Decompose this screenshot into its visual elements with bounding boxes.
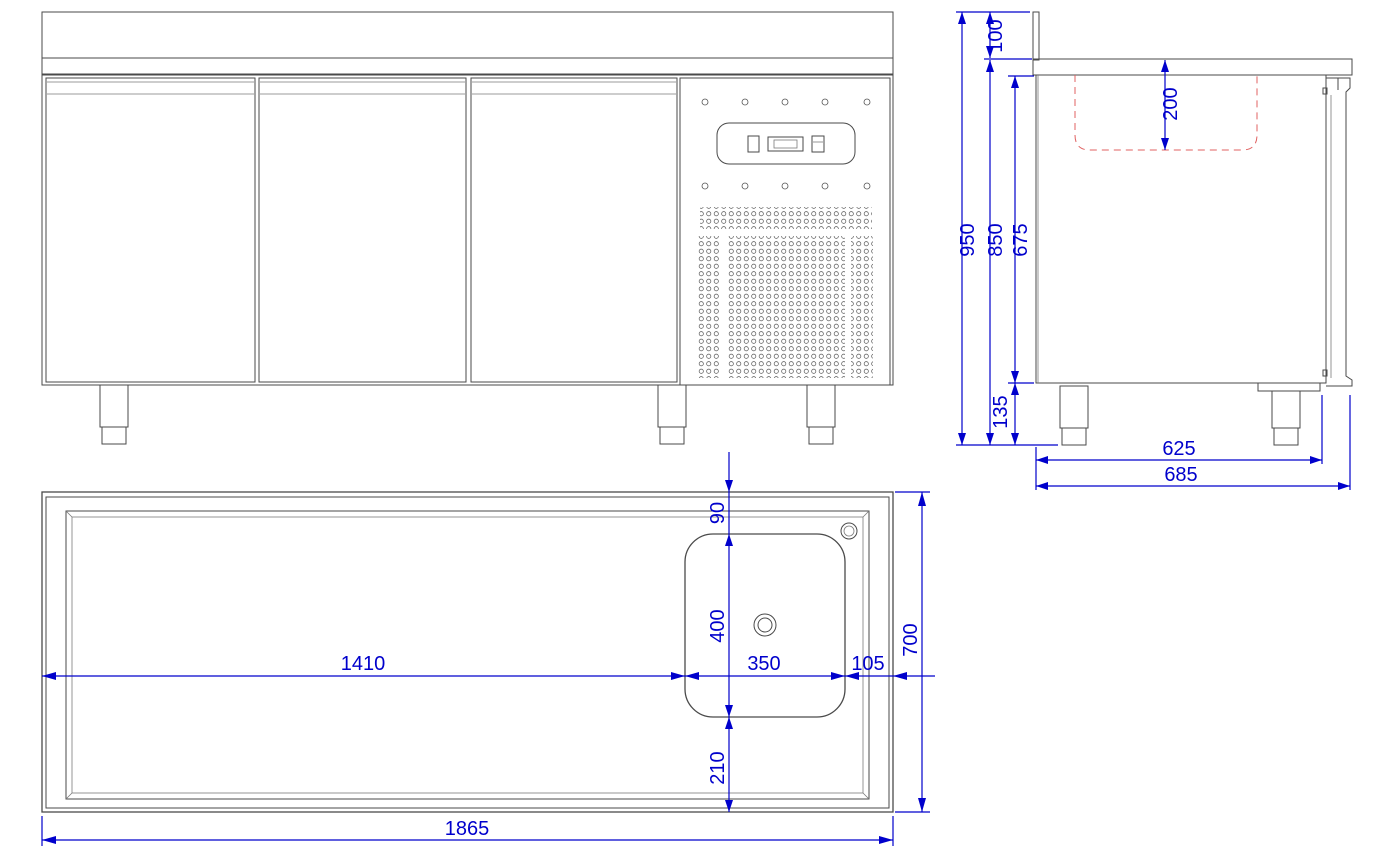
front-backsplash xyxy=(41,11,894,75)
door-3 xyxy=(470,77,678,383)
dim-sink-length: 400 xyxy=(707,609,729,642)
side-backsplash xyxy=(1032,11,1040,61)
dim-total-length: 1865 xyxy=(445,818,490,840)
front-view xyxy=(41,11,894,445)
vent-grille-left xyxy=(697,236,719,378)
dimension-lines: 100 200 950 850 675 135 625 685 90 400 2… xyxy=(41,11,1351,846)
dim-body-height: 850 xyxy=(985,223,1007,256)
front-legs xyxy=(99,384,836,445)
dim-sink-width: 350 xyxy=(747,653,780,675)
dim-length-to-sink: 1410 xyxy=(341,653,386,675)
side-view xyxy=(1032,11,1353,446)
dim-sink-back-margin: 90 xyxy=(707,502,729,524)
top-view xyxy=(41,491,894,813)
sink-basin xyxy=(684,533,846,718)
side-legs xyxy=(1059,385,1301,446)
front-cabinet-body xyxy=(41,74,894,386)
dim-leg-height: 135 xyxy=(990,395,1012,428)
side-base-plinth xyxy=(1257,382,1321,392)
side-cabinet-body xyxy=(1035,74,1327,384)
dim-backsplash-height: 100 xyxy=(985,19,1007,52)
panel-screws xyxy=(701,98,871,190)
dim-total-depth: 685 xyxy=(1164,464,1197,486)
dim-interior-height: 675 xyxy=(1010,223,1032,256)
light-switch-icon xyxy=(811,135,825,153)
sink-hidden-outline xyxy=(1074,75,1258,151)
dim-sink-depth: 200 xyxy=(1160,87,1182,120)
power-switch-icon xyxy=(747,135,760,153)
dim-inner-depth: 625 xyxy=(1162,438,1195,460)
drain-icon xyxy=(753,613,777,637)
side-door-profile xyxy=(1322,77,1353,387)
door-1 xyxy=(45,77,256,383)
top-drip-tray xyxy=(65,510,870,800)
side-worktop xyxy=(1032,58,1353,76)
thermostat-display xyxy=(767,136,804,152)
control-panel xyxy=(716,122,856,165)
compressor-panel xyxy=(679,77,891,386)
dim-sink-front-margin: 210 xyxy=(707,751,729,784)
vent-grille-center xyxy=(727,236,845,378)
vent-grille-top xyxy=(700,207,872,229)
dim-sink-right-margin: 105 xyxy=(851,653,884,675)
dim-total-height: 950 xyxy=(957,223,979,256)
tap-hole-icon xyxy=(840,522,858,540)
tray-corner-lines xyxy=(65,510,870,800)
front-worktop-edge xyxy=(41,57,894,76)
top-outer-edge xyxy=(41,491,894,813)
dimension-arrowheads xyxy=(42,12,1350,844)
vent-grille-right xyxy=(851,236,873,378)
door-2 xyxy=(258,77,467,383)
dim-top-depth: 700 xyxy=(900,623,922,656)
